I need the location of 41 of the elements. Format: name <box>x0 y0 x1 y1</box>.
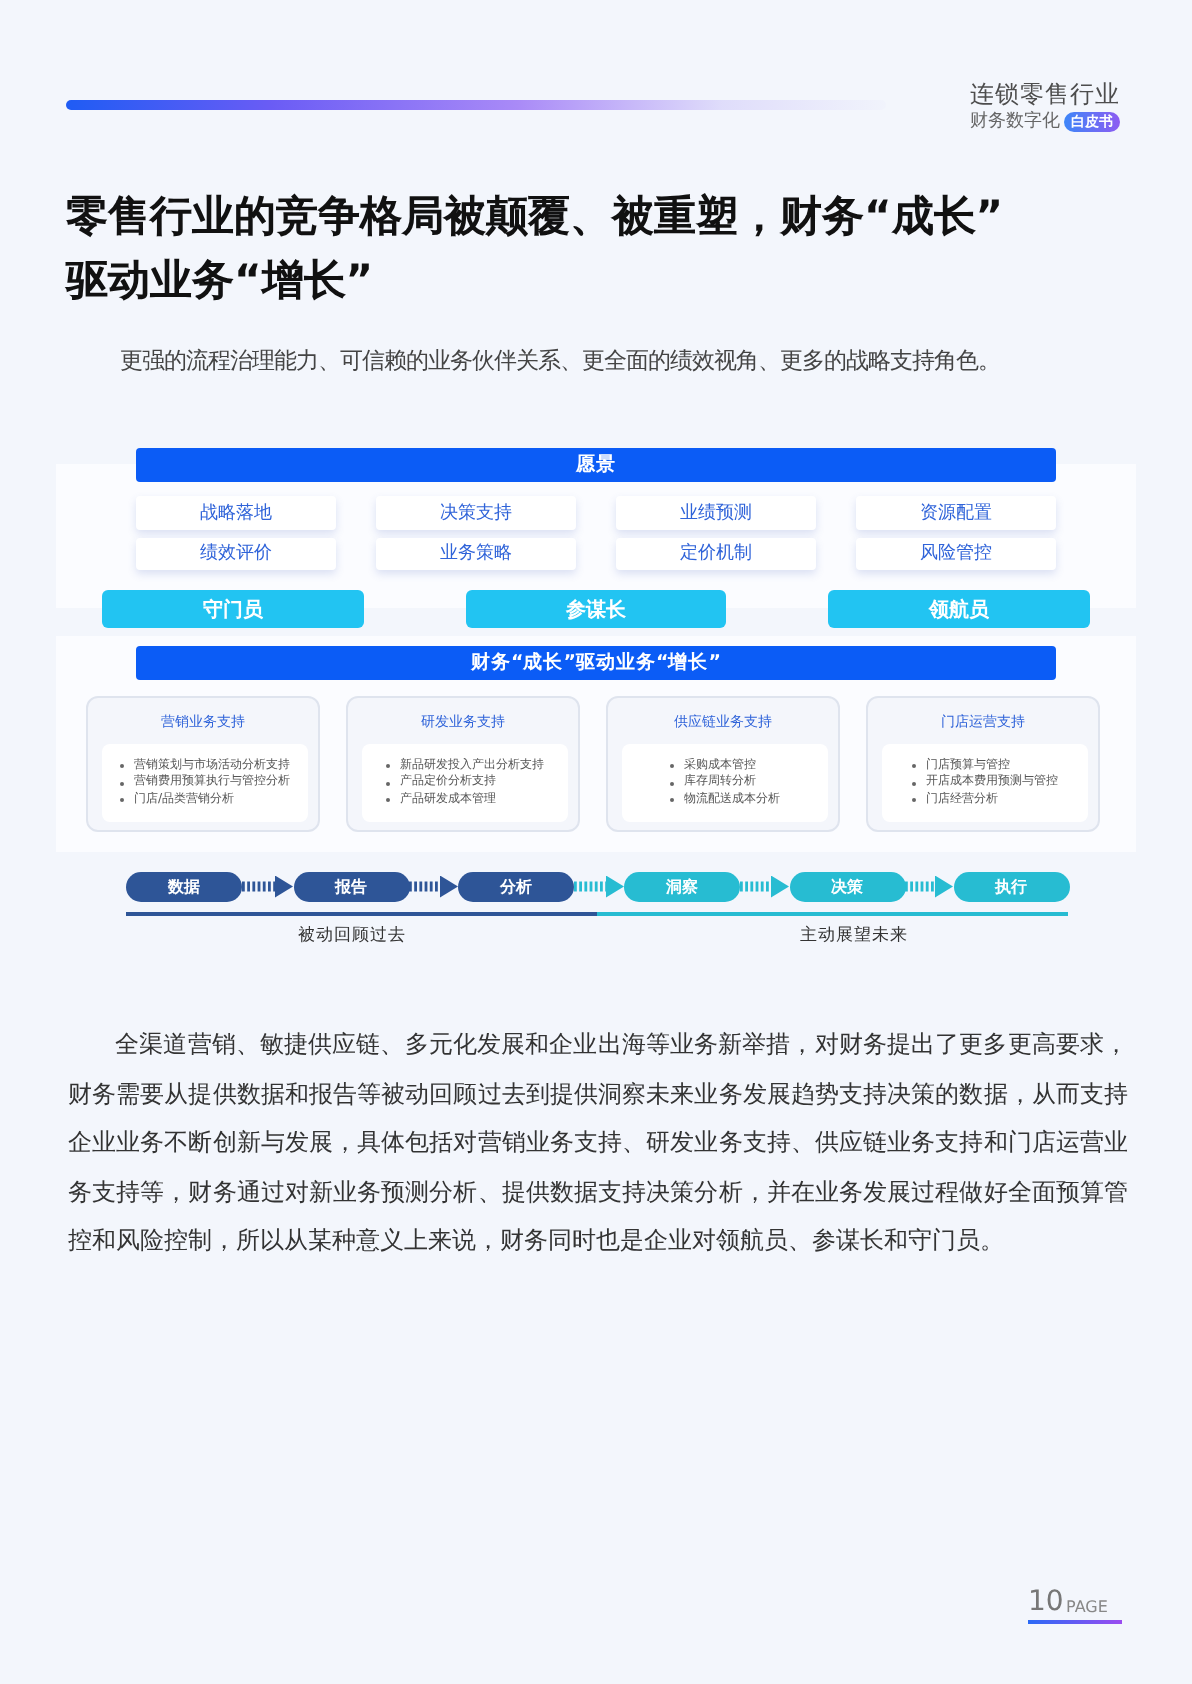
page-label: PAGE <box>1066 1598 1108 1616</box>
support-card <box>346 696 580 832</box>
series-title: 连锁零售行业 <box>970 78 1120 111</box>
stage-pill: 决策 <box>789 871 905 902</box>
stage-pill: 数据 <box>126 871 242 902</box>
capability-tile: 决策支持 <box>376 496 576 529</box>
bullet-panel <box>362 744 568 822</box>
support-card <box>86 696 320 832</box>
arrow <box>242 875 293 898</box>
timeline-caption: 被动回顾过去 <box>298 924 406 948</box>
capability-tile: 业绩预测 <box>616 496 816 529</box>
series-subtitle: 财务数字化 <box>970 110 1060 134</box>
bullet-panel <box>102 744 308 822</box>
arrow <box>574 875 624 898</box>
timeline-caption: 主动展望未来 <box>800 924 908 948</box>
role-block: 领航员 <box>828 590 1090 628</box>
stage-pill: 洞察 <box>624 871 740 902</box>
capability-tile: 定价机制 <box>616 537 816 570</box>
role-block: 参谋长 <box>466 590 726 628</box>
subtitle: 更强的流程治理能力、可信赖的业务伙伴关系、更全面的绩效视角、更多的战略支持角色。 <box>120 346 1000 376</box>
page-number: 10 <box>1028 1586 1064 1618</box>
support-card <box>866 696 1100 832</box>
body-paragraph: 全渠道营销、敏捷供应链、多元化发展和企业出海等业务新举措，对财务提出了更多更高要求，财务需要从提供数据和报告等被动回顾过去到提供洞察未来业务发展趋势支持决策的数据，从而支持企业业务不断创新与发展，具体包括对营销业务支持、研发业务支持、供应链业务支持和门店运营业务支持等，财务通过对新业务预测分析、提供数据支持决策分析，并在业务发展过程做好全面预算管控和风险控制，所以从某种意义上来说，财务同时也是企业对领航员、参谋长和守门员。 <box>68 1028 1128 1258</box>
stage-pill: 报告 <box>293 871 409 902</box>
capability-tile: 风险管控 <box>856 537 1056 570</box>
banner-bar: 财务“成长”驱动业务“增长” <box>136 646 1056 680</box>
capability-tile: 资源配置 <box>856 496 1056 529</box>
capability-tile: 业务策略 <box>376 537 576 570</box>
capability-tile: 绩效评价 <box>136 537 336 570</box>
banner-bar: 愿景 <box>136 448 1056 482</box>
bullet-panel <box>622 744 828 822</box>
stage-pill: 执行 <box>953 871 1069 902</box>
support-card <box>606 696 840 832</box>
capability-tile: 战略落地 <box>136 496 336 529</box>
page-title: 零售行业的竞争格局被颠覆、被重塑，财务“成长”驱动业务“增长” <box>66 190 1006 308</box>
role-block: 守门员 <box>102 590 364 628</box>
arrow <box>740 875 789 898</box>
stage-pill: 分析 <box>458 871 574 902</box>
bullet-panel <box>882 744 1088 822</box>
arrow <box>905 875 953 898</box>
arrow <box>409 875 458 898</box>
